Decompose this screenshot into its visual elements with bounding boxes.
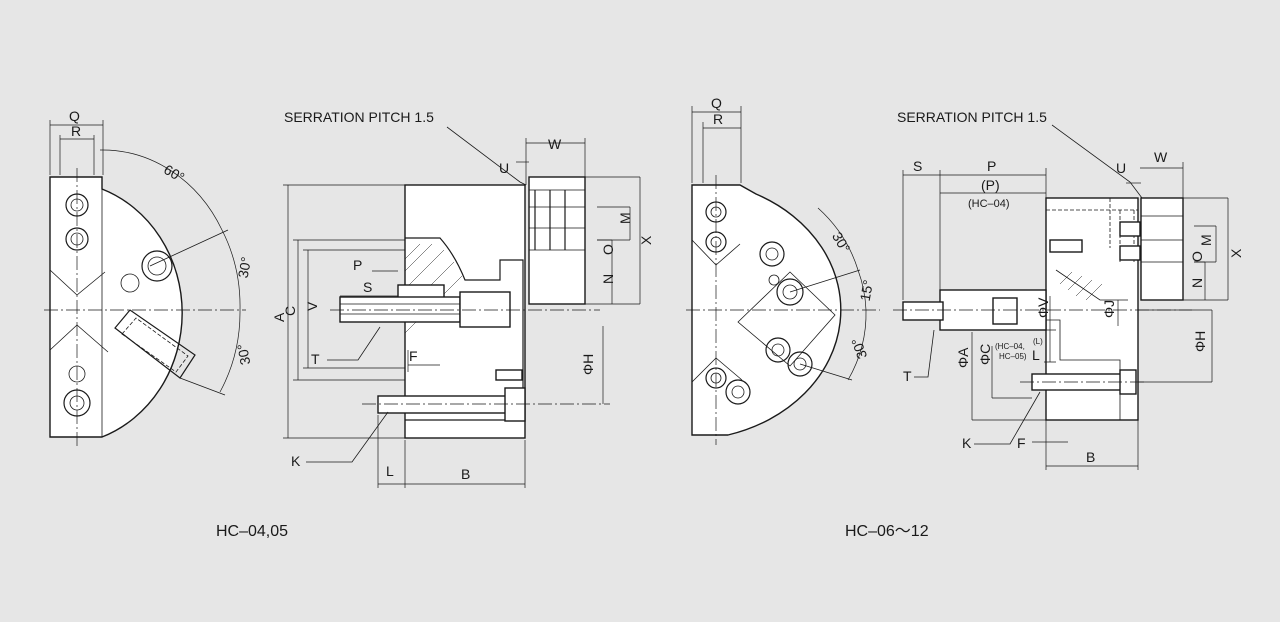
- side-view-hc-04-05: SERRATION PITCH 1.5 W U M O N X A C V P …: [271, 109, 654, 488]
- label-phiv-right: ΦV: [1035, 297, 1051, 318]
- label-c-left: C: [282, 306, 298, 316]
- label-b-right: B: [1086, 449, 1095, 465]
- label-o-left: O: [600, 244, 616, 255]
- label-q: Q: [69, 108, 80, 124]
- label-s-left: S: [363, 279, 372, 295]
- label-t-right: T: [903, 368, 912, 384]
- angle-30-right-top: 30°: [829, 229, 853, 255]
- label-k-right: K: [962, 435, 972, 451]
- angle-30-top: 30°: [235, 256, 254, 280]
- angle-60: 60°: [161, 161, 187, 185]
- label-r: R: [71, 123, 81, 139]
- label-phia-right: ΦA: [955, 347, 971, 368]
- label-p-right: P: [987, 158, 996, 174]
- label-n-right: N: [1189, 278, 1205, 288]
- label-f-left: F: [409, 348, 418, 364]
- note-hc-04-small: (HC–04): [968, 198, 1010, 210]
- angle-30-bottom: 30°: [234, 343, 253, 367]
- front-view-hc-06-12: Q R 30° 15° 30°: [686, 95, 880, 445]
- label-phih-left: ΦH: [580, 354, 596, 375]
- label-l-right: L: [1032, 347, 1040, 363]
- front-view-hc-04-05: Q R 60° 30° 30°: [44, 108, 254, 448]
- label-p-paren-right: (P): [981, 177, 1000, 193]
- label-s-right: S: [913, 158, 922, 174]
- label-k-left: K: [291, 453, 301, 469]
- label-x-right: X: [1228, 248, 1244, 258]
- caption-hc-06-12: HC–06〜12: [845, 523, 929, 540]
- label-r-right: R: [713, 111, 723, 127]
- angle-15-right: 15°: [857, 279, 876, 303]
- label-w-right: W: [1154, 149, 1168, 165]
- label-u-left: U: [499, 160, 509, 176]
- label-w-left: W: [548, 136, 562, 152]
- label-a-left: A: [271, 312, 287, 322]
- side-view-hc-06-12: SERRATION PITCH 1.5 S P (P) (HC–04) U W …: [893, 109, 1244, 470]
- angle-30-right-bottom: 30°: [848, 336, 870, 361]
- note-hc-04-05-b: HC–05): [999, 352, 1027, 361]
- label-phic-right: ΦC: [977, 344, 993, 365]
- label-n-left: N: [600, 274, 616, 284]
- label-phij-right: ΦJ: [1101, 300, 1117, 318]
- label-b-left: B: [461, 466, 470, 482]
- label-x-left: X: [638, 235, 654, 245]
- note-l-paren: (L): [1033, 337, 1043, 346]
- label-t-left: T: [311, 351, 320, 367]
- label-f-right: F: [1017, 435, 1026, 451]
- note-serration-right: SERRATION PITCH 1.5: [897, 109, 1047, 125]
- label-u-right: U: [1116, 160, 1126, 176]
- label-p-left: P: [353, 257, 362, 273]
- label-o-right: O: [1189, 251, 1205, 262]
- label-l-left: L: [386, 463, 394, 479]
- note-hc-04-05-a: (HC–04,: [995, 342, 1025, 351]
- label-v-left: V: [304, 301, 320, 311]
- label-q-right: Q: [711, 95, 722, 111]
- label-m-left: M: [617, 212, 633, 224]
- label-m-right: M: [1198, 234, 1214, 246]
- note-serration-left: SERRATION PITCH 1.5: [284, 109, 434, 125]
- caption-hc-04-05: HC–04,05: [216, 523, 288, 540]
- label-phih-right: ΦH: [1192, 331, 1208, 352]
